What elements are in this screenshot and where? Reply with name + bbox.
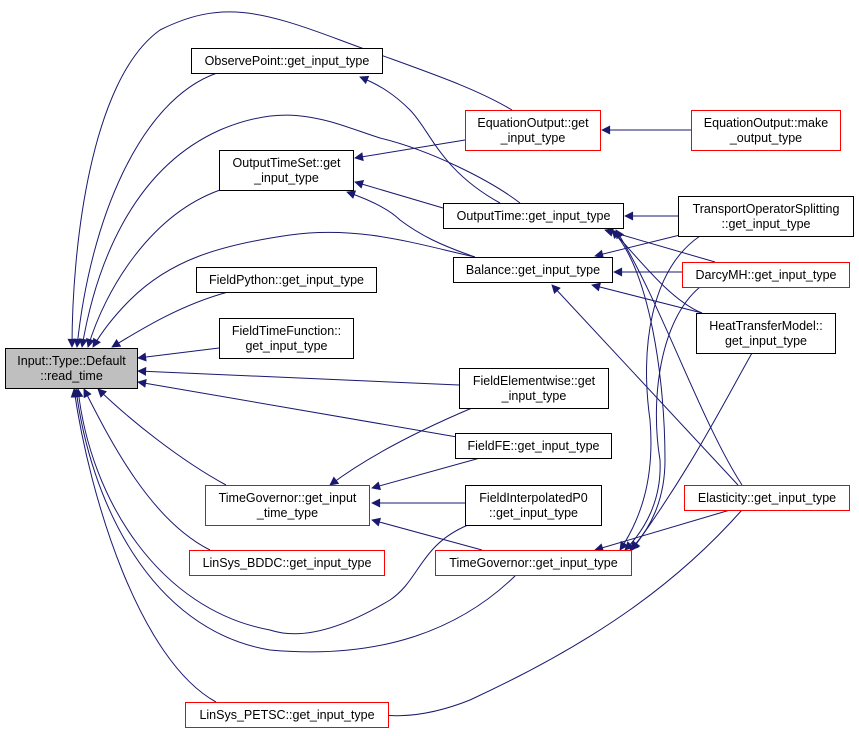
node-label: FieldInterpolatedP0 bbox=[479, 490, 588, 505]
edge-timegovernor-root bbox=[72, 388, 517, 653]
edge-fieldtimefunction-root bbox=[137, 347, 220, 362]
node-fieldinterpolatedp0-get-input-type[interactable]: FieldInterpolatedP0 ::get_input_type bbox=[465, 485, 602, 526]
node-fieldpython-get-input-type[interactable]: FieldPython::get_input_type bbox=[196, 267, 377, 293]
edge-observepoint-root bbox=[73, 72, 218, 348]
node-equationoutput-make-output-type[interactable]: EquationOutput::make _output_type bbox=[691, 110, 841, 151]
node-outputtimeset-get-input-type[interactable]: OutputTimeSet::get _input_type bbox=[219, 150, 354, 191]
node-label: HeatTransferModel:: bbox=[709, 318, 823, 333]
node-label: EquationOutput::get bbox=[477, 115, 589, 130]
node-observepoint-get-input-type[interactable]: ObservePoint::get_input_type bbox=[191, 48, 383, 74]
node-linsys-bddc-get-input-type[interactable]: LinSys_BDDC::get_input_type bbox=[189, 550, 385, 576]
node-darcymh-get-input-type[interactable]: DarcyMH::get_input_type bbox=[682, 262, 850, 288]
edge-linsysbddc-root bbox=[83, 388, 211, 551]
node-label: Input::Type::Default bbox=[17, 353, 126, 368]
node-elasticity-get-input-type[interactable]: Elasticity::get_input_type bbox=[684, 485, 850, 511]
node-label: TimeGovernor::get_input bbox=[218, 490, 357, 505]
edge-balance-root bbox=[92, 231, 476, 348]
node-label: FieldTimeFunction:: bbox=[231, 323, 342, 338]
node-label: ::get_input_type bbox=[489, 505, 578, 520]
edge-fieldfe-timegovernortime bbox=[371, 457, 481, 491]
node-label: _input_type bbox=[254, 170, 319, 185]
edge-fieldfe-root bbox=[137, 378, 458, 438]
node-label: _time_type bbox=[256, 505, 319, 520]
node-fieldfe-get-input-type[interactable]: FieldFE::get_input_type bbox=[455, 433, 612, 459]
node-timegovernor-get-input-type[interactable]: TimeGovernor::get_input_type bbox=[435, 550, 632, 576]
node-linsys-petsc-get-input-type[interactable]: LinSys_PETSC::get_input_type bbox=[185, 702, 389, 728]
edge-outputtime-observepoint bbox=[359, 75, 501, 204]
edge-balance-outputtimeset bbox=[346, 190, 476, 258]
node-label: OutputTime::get_input_type bbox=[456, 208, 611, 223]
edge-transport-timegovernor bbox=[619, 235, 701, 551]
edge-outputtime-timegovernor bbox=[611, 229, 666, 551]
node-label: _input_type bbox=[500, 130, 566, 145]
edge-fieldelementwise-root bbox=[137, 366, 460, 386]
edge-heat-balance bbox=[591, 282, 703, 314]
edge-timegovernor-timegovernortime bbox=[371, 517, 483, 551]
node-label: get_input_type bbox=[245, 338, 328, 353]
node-label: TimeGovernor::get_input_type bbox=[449, 555, 618, 570]
edge-heat-timegovernor bbox=[631, 352, 753, 551]
edge-transport-balance bbox=[594, 234, 681, 259]
edge-outputtimeset-root bbox=[86, 189, 221, 348]
edge-elasticity-outputtime bbox=[615, 229, 743, 486]
node-label: LinSys_PETSC::get_input_type bbox=[199, 707, 375, 722]
edge-elasticity-timegovernor bbox=[594, 509, 731, 553]
node-label: ::read_time bbox=[40, 368, 103, 383]
node-label: Elasticity::get_input_type bbox=[697, 490, 837, 505]
edge-fieldinterpolatedp0-root bbox=[74, 388, 469, 635]
node-label: FieldFE::get_input_type bbox=[467, 438, 600, 453]
edge-equationoutput-root bbox=[67, 11, 513, 348]
node-input-type-default-read-time: Input::Type::Default ::read_time bbox=[5, 348, 138, 389]
edge-darcy-timegovernor bbox=[624, 286, 701, 551]
node-heattransfermodel-get-input-type[interactable]: HeatTransferModel:: get_input_type bbox=[696, 313, 836, 354]
node-label: EquationOutput::make bbox=[703, 115, 829, 130]
edge-elasticity-balance bbox=[551, 284, 739, 486]
node-outputtime-get-input-type[interactable]: OutputTime::get_input_type bbox=[443, 203, 624, 229]
edge-fieldpython-root bbox=[111, 291, 229, 348]
node-label: DarcyMH::get_input_type bbox=[695, 267, 837, 282]
edge-timegovernortime-root bbox=[97, 388, 227, 486]
edge-elasticity-linsyspetsc bbox=[339, 509, 743, 717]
node-label: ::get_input_type bbox=[721, 216, 811, 231]
node-fieldelementwise-get-input-type[interactable]: FieldElementwise::get _input_type bbox=[459, 368, 609, 409]
edge-fieldelementwise-timegovernortime bbox=[329, 407, 473, 486]
node-label: FieldPython::get_input_type bbox=[209, 272, 364, 287]
node-label: Balance::get_input_type bbox=[465, 262, 601, 277]
node-fieldtimefunction-get-input-type[interactable]: FieldTimeFunction:: get_input_type bbox=[219, 318, 354, 359]
node-label: FieldElementwise::get bbox=[472, 373, 596, 388]
node-label: _input_type bbox=[501, 388, 567, 403]
node-timegovernor-get-input-time-type[interactable]: TimeGovernor::get_input _time_type bbox=[205, 485, 370, 526]
node-transportoperatorsplitting-get-input-type[interactable]: TransportOperatorSplitting ::get_input_t… bbox=[678, 196, 854, 237]
node-label: OutputTimeSet::get bbox=[232, 155, 341, 170]
node-label: get_input_type bbox=[724, 333, 807, 348]
edge-equationoutput-outputtimeset bbox=[354, 139, 466, 162]
node-equationoutput-get-input-type[interactable]: EquationOutput::get _input_type bbox=[465, 110, 601, 151]
edge-linsyspetsc-root bbox=[70, 388, 217, 703]
node-label: TransportOperatorSplitting bbox=[692, 201, 840, 216]
edge-heat-outputtime bbox=[611, 229, 703, 314]
edge-outputtime-outputtimeset bbox=[354, 179, 444, 209]
node-label: LinSys_BDDC::get_input_type bbox=[202, 555, 372, 570]
node-balance-get-input-type[interactable]: Balance::get_input_type bbox=[453, 257, 613, 283]
node-label: ObservePoint::get_input_type bbox=[204, 53, 370, 68]
node-label: _output_type bbox=[729, 130, 803, 145]
